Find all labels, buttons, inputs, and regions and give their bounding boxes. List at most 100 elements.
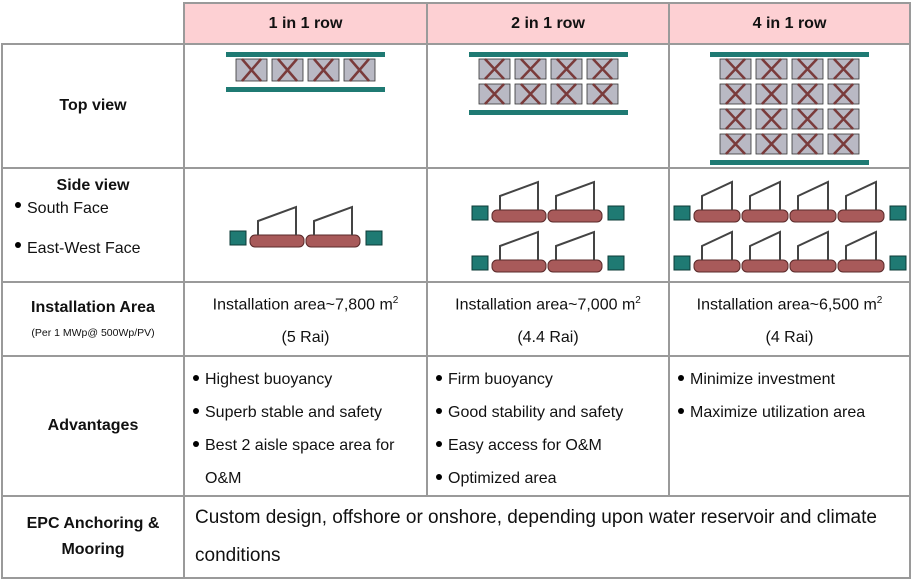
walkway-cross xyxy=(797,83,818,105)
pv-frame xyxy=(748,230,781,260)
pontoon xyxy=(741,259,788,273)
walkway-cross xyxy=(591,83,613,105)
area-text: Installation area~6,500 m xyxy=(696,296,877,314)
top-view-drawing xyxy=(226,52,385,92)
walkway-cross xyxy=(761,83,782,105)
walkway-cross xyxy=(797,108,818,130)
advantage-item: Minimize investment xyxy=(678,363,909,396)
advantages-cell: Highest buoyancy Superb stable and safet… xyxy=(183,355,428,497)
pv-frame xyxy=(700,180,733,210)
row-label-epc: EPC Anchoring & Mooring xyxy=(1,495,185,579)
pontoon xyxy=(837,209,884,223)
area-unit-sup: 2 xyxy=(876,294,883,306)
pontoon xyxy=(741,209,788,223)
walkway-cross xyxy=(761,133,782,155)
walkway-cross xyxy=(519,58,541,80)
pontoon xyxy=(693,209,740,223)
float-block xyxy=(229,230,246,246)
rai-text: (5 Rai) xyxy=(281,329,330,347)
advantages-cell: Firm buoyancy Good stability and safety … xyxy=(426,355,670,497)
pontoon xyxy=(249,234,304,248)
float-rail xyxy=(226,52,385,57)
pv-frame xyxy=(700,230,733,260)
side-view-drawing xyxy=(471,180,625,273)
walkway-cross xyxy=(519,83,541,105)
top-view-cell xyxy=(183,43,428,169)
advantage-item: Maximize utilization area xyxy=(678,396,909,429)
pv-frame xyxy=(555,230,595,260)
side-view-drawing xyxy=(673,180,906,273)
side-view-label: Side view xyxy=(56,177,130,194)
walkway-cross xyxy=(725,83,746,105)
row-label-installation: Installation Area (Per 1 MWp@ 500Wp/PV) xyxy=(1,281,185,357)
installation-sublabel: (Per 1 MWp@ 500Wp/PV) xyxy=(31,327,155,339)
walkway-cross xyxy=(349,58,370,82)
pv-frame xyxy=(499,230,539,260)
area-unit-sup: 2 xyxy=(635,294,641,306)
row-label-side-view: Side view South Face East-West Face xyxy=(1,167,185,283)
pv-frame xyxy=(499,180,539,210)
pontoon xyxy=(693,259,740,273)
walkway-cross xyxy=(833,83,854,105)
walkway-cross xyxy=(833,133,854,155)
walkway-cross xyxy=(797,58,818,80)
walkway-cross xyxy=(833,108,854,130)
advantage-item: Optimized area xyxy=(436,462,668,495)
float-block xyxy=(673,255,690,271)
walkway-cross xyxy=(483,83,505,105)
float-block xyxy=(889,205,906,221)
area-unit-sup: 2 xyxy=(392,294,399,306)
float-rail xyxy=(468,110,628,115)
walkway-cross xyxy=(725,108,746,130)
installation-cell: Installation area~7,000 m2 (4.4 Rai) xyxy=(426,281,670,357)
bullet-south-face: South Face xyxy=(15,189,183,229)
walkway-cross xyxy=(725,133,746,155)
side-view-cell xyxy=(183,167,428,283)
pv-frame xyxy=(312,205,353,235)
pontoon xyxy=(837,259,884,273)
pv-frame xyxy=(844,230,877,260)
installation-cell: Installation area~7,800 m2 (5 Rai) xyxy=(183,281,428,357)
epc-cell: Custom design, offshore or onshore, depe… xyxy=(183,495,911,579)
rai-text: (4 Rai) xyxy=(765,329,814,347)
pontoon xyxy=(789,209,836,223)
col-header: 2 in 1 row xyxy=(426,2,670,45)
walkway-cross xyxy=(761,108,782,130)
float-rail xyxy=(710,52,869,57)
float-rail xyxy=(468,52,628,57)
pontoon xyxy=(789,259,836,273)
pv-frame xyxy=(796,180,829,210)
advantage-item: Good stability and safety xyxy=(436,396,668,429)
pv-frame xyxy=(748,180,781,210)
walkway-cross xyxy=(725,58,746,80)
side-view-cell xyxy=(426,167,670,283)
walkway-cross xyxy=(761,58,782,80)
walkway-cross xyxy=(555,58,577,80)
walkway-cross xyxy=(833,58,854,80)
side-view-drawing xyxy=(229,205,382,248)
float-block xyxy=(365,230,382,246)
pv-frame xyxy=(256,205,297,235)
pontoon xyxy=(491,209,547,223)
walkway-cross xyxy=(591,58,613,80)
top-view-cell xyxy=(668,43,911,169)
area-text: Installation area~7,000 m xyxy=(455,296,636,314)
advantage-item: Best 2 aisle space area for O&M xyxy=(193,429,426,495)
side-view-cell xyxy=(668,167,911,283)
float-block xyxy=(889,255,906,271)
installation-label: Installation Area xyxy=(31,299,155,316)
advantage-item: Easy access for O&M xyxy=(436,429,668,462)
bullet-east-west-face: East-West Face xyxy=(15,229,183,269)
pontoon xyxy=(491,259,547,273)
top-view-drawing xyxy=(468,52,628,115)
area-text: Installation area~7,800 m xyxy=(212,296,393,314)
float-block xyxy=(607,205,625,221)
rai-text: (4.4 Rai) xyxy=(517,329,579,347)
side-view-bullets: South Face East-West Face xyxy=(3,189,183,269)
pv-frame xyxy=(555,180,595,210)
col-header: 1 in 1 row xyxy=(183,2,428,45)
corner-cell xyxy=(2,3,185,45)
advantages-cell: Minimize investment Maximize utilization… xyxy=(668,355,911,497)
float-rail xyxy=(710,160,869,165)
